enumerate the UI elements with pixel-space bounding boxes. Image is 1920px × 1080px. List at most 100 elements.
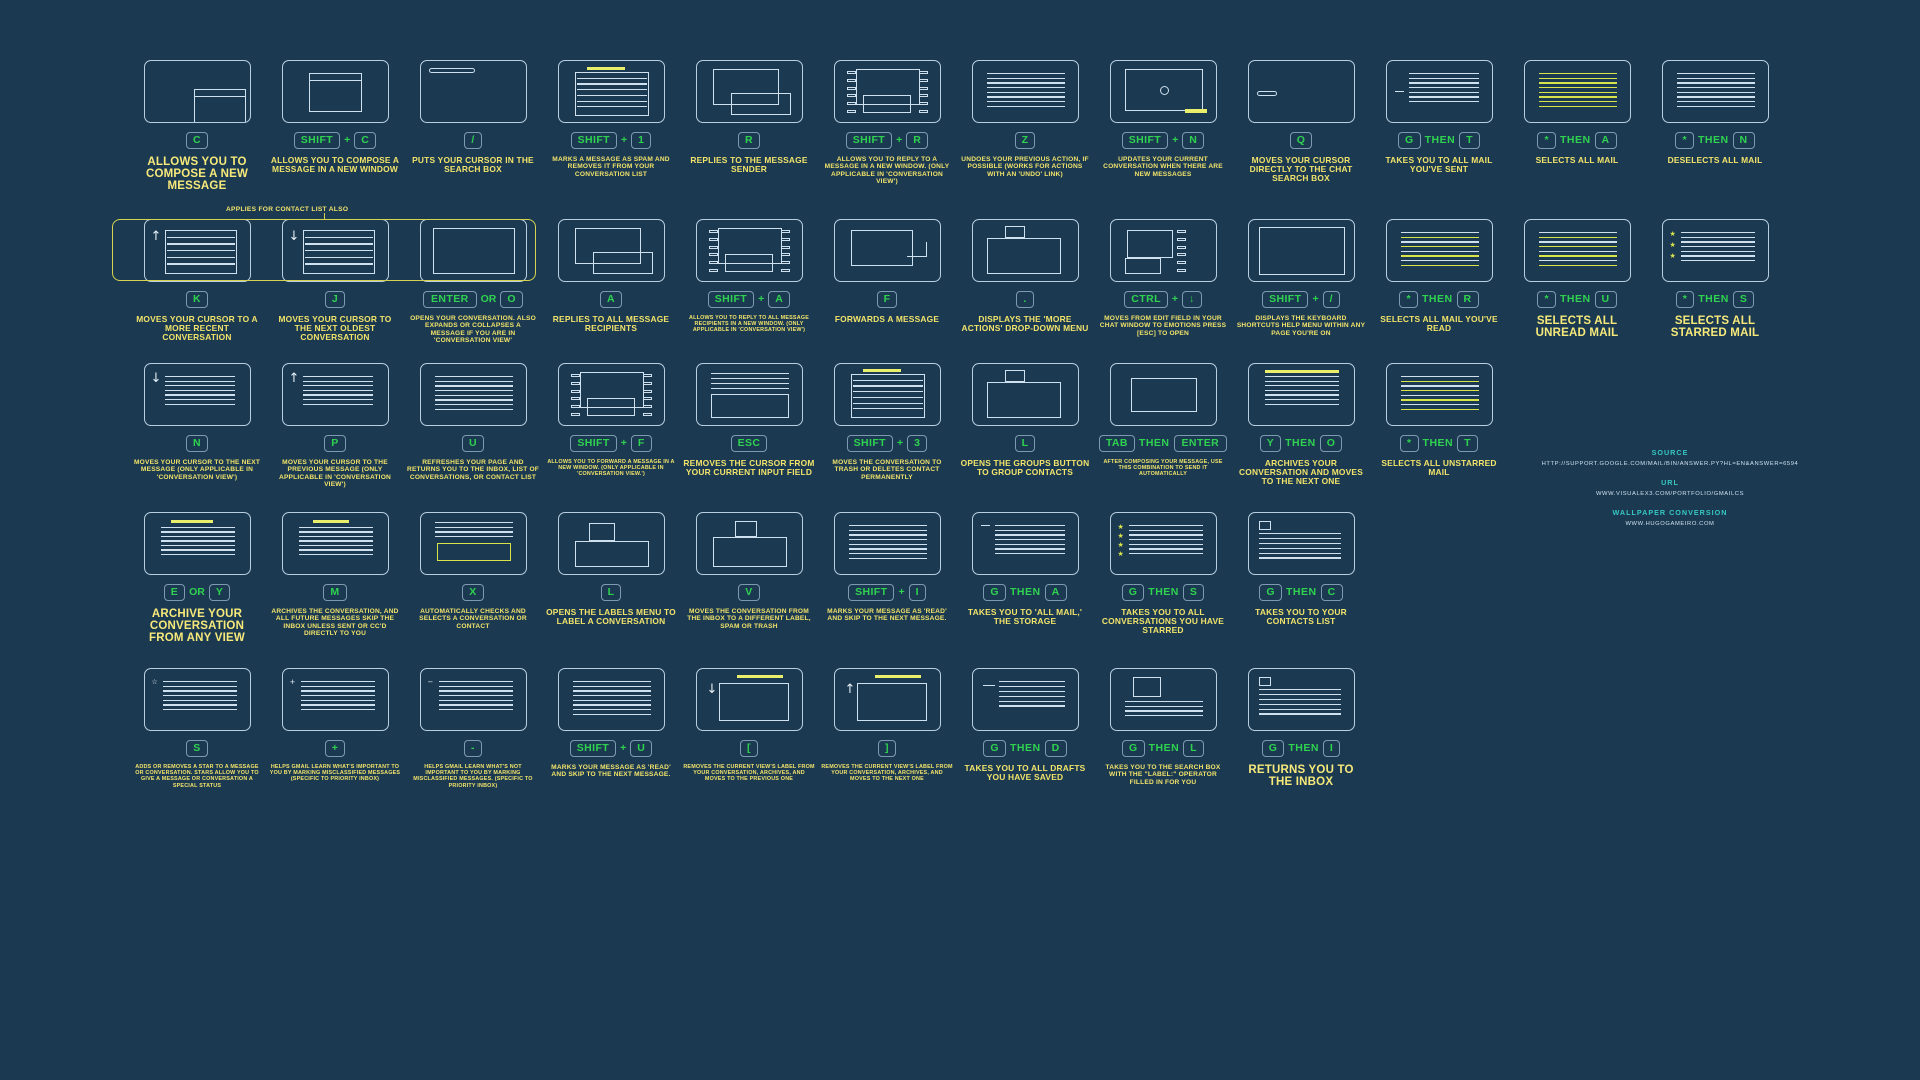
reply-sender-key-0[interactable]: R: [738, 132, 760, 149]
send-automatically-key-2[interactable]: ENTER: [1173, 435, 1228, 452]
edit-to-emotions-key-0[interactable]: CTRL: [1124, 291, 1168, 308]
deselect-all-mail-key-2[interactable]: N: [1732, 132, 1755, 149]
keyboard-help-menu-key-2[interactable]: /: [1322, 291, 1340, 308]
select-starred-mail-key-2[interactable]: S: [1732, 291, 1755, 308]
go-label-search-key-0[interactable]: G: [1122, 740, 1145, 757]
reply-new-window-key-0[interactable]: SHIFT: [845, 132, 893, 149]
shortcut-card-more-actions-menu[interactable]: .DISPLAYS THE 'MORE ACTIONS' DROP-DOWN M…: [956, 219, 1094, 345]
reply-all-key-0[interactable]: A: [600, 291, 622, 308]
cursor-search-box-key-0[interactable]: /: [464, 132, 482, 149]
forward-new-window-key-2[interactable]: F: [630, 435, 652, 452]
select-all-mail-key-0[interactable]: *: [1537, 132, 1556, 149]
shortcut-card-remove-label-next[interactable]: ↑]REMOVES THE CURRENT VIEW'S LABEL FROM …: [818, 668, 956, 789]
cursor-newer-conversation-key-0[interactable]: K: [186, 291, 208, 308]
select-unstarred-mail-key-0[interactable]: *: [1400, 435, 1419, 452]
forward-message-key-0[interactable]: F: [876, 291, 898, 308]
select-unstarred-mail-key-2[interactable]: T: [1457, 435, 1478, 452]
forward-new-window-key-0[interactable]: SHIFT: [570, 435, 617, 452]
edit-to-emotions-key-2[interactable]: ↓: [1182, 291, 1202, 308]
cursor-next-message-key-0[interactable]: N: [186, 435, 208, 452]
compose-new-window-key-2[interactable]: C: [354, 132, 377, 149]
open-conversation-key-0[interactable]: ENTER: [423, 291, 477, 308]
labels-menu-key-0[interactable]: L: [600, 584, 622, 601]
go-contacts-key-0[interactable]: G: [1259, 584, 1282, 601]
shortcut-card-cursor-search-box[interactable]: /PUTS YOUR CURSOR IN THE SEARCH BOX: [404, 60, 542, 192]
go-sent-mail-key-0[interactable]: G: [1398, 132, 1421, 149]
shortcut-card-mark-not-important[interactable]: −-HELPS GMAIL LEARN WHAT'S NOT IMPORTANT…: [404, 668, 542, 789]
remove-label-next-key-0[interactable]: ]: [878, 740, 896, 757]
archive-conversation-key-2[interactable]: Y: [208, 584, 231, 601]
update-conversation-key-2[interactable]: N: [1182, 132, 1205, 149]
groups-button-key-0[interactable]: L: [1014, 435, 1036, 452]
go-sent-mail-key-2[interactable]: T: [1459, 132, 1480, 149]
select-read-mail-key-0[interactable]: *: [1399, 291, 1418, 308]
move-to-label-key-0[interactable]: V: [738, 584, 760, 601]
more-actions-menu-key-0[interactable]: .: [1016, 291, 1034, 308]
cursor-previous-message-key-0[interactable]: P: [324, 435, 346, 452]
mute-conversation-key-0[interactable]: M: [323, 584, 347, 601]
update-conversation-key-0[interactable]: SHIFT: [1121, 132, 1169, 149]
go-all-mail-key-2[interactable]: A: [1044, 584, 1067, 601]
go-inbox-key-0[interactable]: G: [1261, 740, 1285, 757]
archive-conversation-key-0[interactable]: E: [163, 584, 186, 601]
go-all-mail-key-0[interactable]: G: [983, 584, 1006, 601]
move-to-trash-key-2[interactable]: 3: [907, 435, 928, 452]
shortcut-card-mark-important[interactable]: ++HELPS GMAIL LEARN WHAT'S IMPORTANT TO …: [266, 668, 404, 789]
go-label-search-key-2[interactable]: L: [1183, 740, 1204, 757]
compose-new-window-key-0[interactable]: SHIFT: [293, 132, 341, 149]
reply-all-new-window-key-2[interactable]: A: [768, 291, 791, 308]
go-drafts-key-2[interactable]: D: [1044, 740, 1067, 757]
cursor-older-conversation-key-0[interactable]: J: [324, 291, 346, 308]
mark-unread-skip-key-0[interactable]: SHIFT: [569, 740, 617, 757]
go-inbox-key-2[interactable]: I: [1322, 740, 1341, 757]
reply-all-new-window-key-0[interactable]: SHIFT: [707, 291, 755, 308]
remove-label-previous-key-0[interactable]: [: [740, 740, 758, 757]
keyboard-help-menu-key-0[interactable]: SHIFT: [1262, 291, 1309, 308]
deselect-all-mail-key-0[interactable]: *: [1675, 132, 1694, 149]
mark-as-spam-key-2[interactable]: 1: [631, 132, 652, 149]
reply-new-window-key-2[interactable]: R: [906, 132, 929, 149]
go-starred-key-2[interactable]: S: [1182, 584, 1205, 601]
mark-not-important-key-0[interactable]: -: [464, 740, 482, 757]
chat-search-box-key-0[interactable]: Q: [1289, 132, 1313, 149]
open-conversation-key-2[interactable]: O: [500, 291, 523, 308]
send-automatically-key-0[interactable]: TAB: [1098, 435, 1135, 452]
undo-action-key-0[interactable]: Z: [1014, 132, 1036, 149]
archive-and-next-key-2[interactable]: O: [1319, 435, 1343, 452]
